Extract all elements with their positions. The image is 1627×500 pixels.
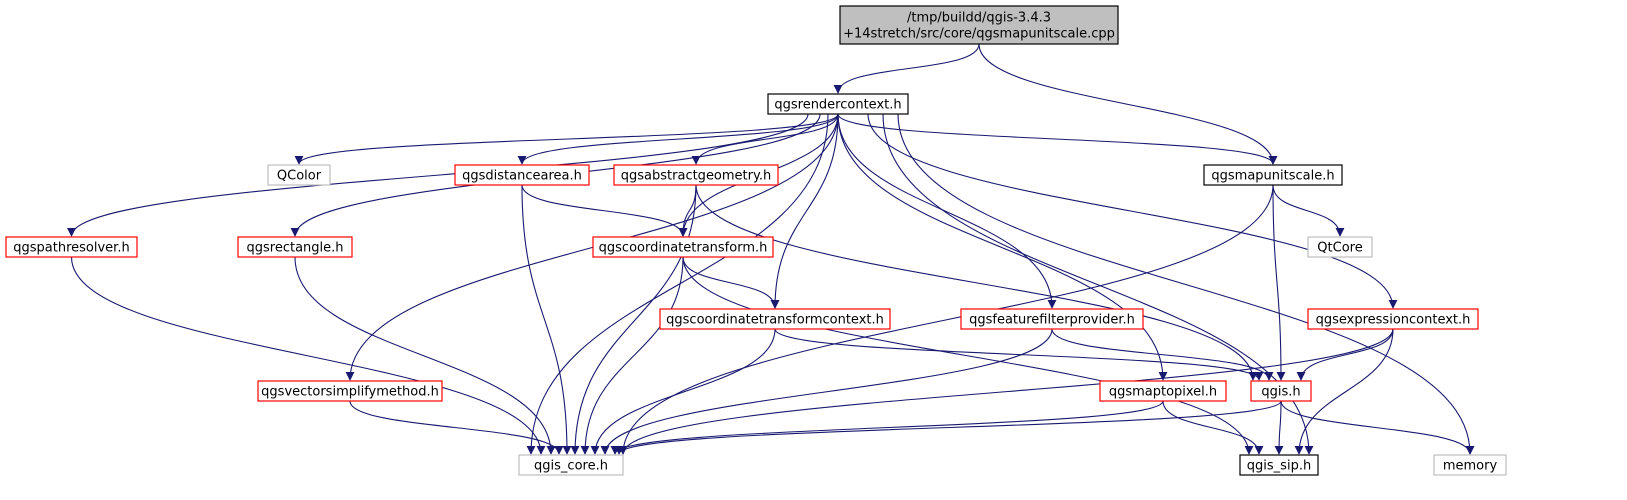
node-qgscoordinatetransform[interactable]: qgscoordinatetransform.h: [592, 236, 774, 258]
edge-root-to-qgsmapunitscale: [978, 43, 1278, 165]
node-box: [257, 380, 443, 402]
edge-qgsrendercontext-to-qcolor: [294, 113, 839, 165]
node-box: [659, 308, 891, 330]
edge-qgsrendercontext-to-qgscoordinatetransformcontext: [770, 113, 839, 309]
edge-qgscoordinatetransformcontext-to-qgis_core: [590, 328, 776, 455]
edge-qgsmapunitscale-to-qgis: [1272, 184, 1286, 381]
edge-qgsabstractgeometry-to-qgis: [695, 184, 1258, 381]
node-box: [613, 164, 779, 186]
edge-qgis-to-qgis_sip: [1274, 400, 1284, 455]
node-memory: memory: [1433, 454, 1507, 476]
node-box: [454, 164, 590, 186]
edge-qgscoordinatetransform-to-qgscoordinatetransformcontext: [682, 256, 780, 309]
node-qgscoordinatetransformcontext[interactable]: qgscoordinatetransformcontext.h: [659, 308, 891, 330]
edge-qgsdistancearea-to-qgscoordinatetransform: [521, 184, 688, 237]
node-label: qgis_sip.h: [1247, 459, 1311, 474]
edge-qgsrendercontext-to-qgis_core: [526, 113, 829, 455]
node-box: [1307, 308, 1479, 330]
edge-qgsdistancearea-to-qgis_core: [521, 184, 572, 455]
node-qgsvectorsimplifymethod[interactable]: qgsvectorsimplifymethod.h: [257, 380, 443, 402]
edge-qgsfeaturefilterprovider-to-qgis_core: [600, 328, 1053, 455]
edge-qgsexpressioncontext-to-qgis_sip: [1294, 328, 1394, 455]
node-qgsmapunitscale[interactable]: qgsmapunitscale.h: [1203, 164, 1343, 186]
edge-qgscoordinatetransform-to-qgis_sip: [682, 256, 1254, 455]
node-label: QColor: [277, 169, 322, 184]
nodes-layer: /tmp/buildd/qgis-3.4.3+14stretch/src/cor…: [5, 5, 1507, 476]
node-label: qgscoordinatetransform.h: [599, 241, 768, 256]
node-label: qgsfeaturefilterprovider.h: [969, 313, 1135, 328]
node-root[interactable]: /tmp/buildd/qgis-3.4.3+14stretch/src/cor…: [839, 5, 1119, 45]
node-qcolor: QColor: [267, 164, 331, 186]
edge-qgsrendercontext-to-qgsfeaturefilterprovider: [837, 113, 1057, 309]
edge-qgsmapunitscale-to-qgis_core: [618, 184, 1274, 455]
node-box: [1307, 236, 1373, 258]
node-label: qgsvectorsimplifymethod.h: [261, 385, 439, 400]
node-label: +14stretch/src/core/qgsmapunitscale.cpp: [843, 27, 1115, 42]
node-box: [592, 236, 774, 258]
node-qgsabstractgeometry[interactable]: qgsabstractgeometry.h: [613, 164, 779, 186]
node-label: qgsrendercontext.h: [774, 98, 901, 113]
edge-qgsmapunitscale-to-qtcore: [1272, 184, 1345, 237]
edge-qgsrendercontext-to-qgsabstractgeometry: [691, 113, 839, 165]
node-qgis_core: qgis_core.h: [518, 454, 624, 476]
node-box: [5, 236, 138, 258]
node-label: qgsrectangle.h: [246, 241, 343, 256]
node-box: [1099, 380, 1227, 402]
edge-qgsmaptopixel-to-qgis_core: [610, 400, 1164, 455]
node-box: [839, 5, 1119, 45]
node-label: qgsabstractgeometry.h: [621, 169, 771, 184]
edge-qgis-to-memory: [1280, 400, 1475, 455]
edge-qgsrectangle-to-qgis_core: [294, 256, 556, 455]
node-label: qgsexpressioncontext.h: [1316, 313, 1471, 328]
node-box: [267, 164, 331, 186]
node-label: qgscoordinatetransformcontext.h: [666, 313, 884, 328]
edge-qgspathresolver-to-qgis_core: [70, 256, 546, 455]
edge-qgis-to-qgis_core: [614, 400, 1282, 455]
edge-qgsrendercontext-to-memory: [897, 113, 1475, 455]
node-label: qgsmaptopixel.h: [1109, 385, 1217, 400]
node-box: [1433, 454, 1507, 476]
node-box: [767, 93, 909, 115]
edge-qgscoordinatetransformcontext-to-qgis: [774, 328, 1264, 381]
node-label: memory: [1443, 459, 1498, 474]
node-qgsfeaturefilterprovider[interactable]: qgsfeaturefilterprovider.h: [960, 308, 1144, 330]
node-label: qgsmapunitscale.h: [1211, 169, 1334, 184]
edge-qgsexpressioncontext-to-qgis_core: [618, 328, 1394, 455]
node-label: qgis_core.h: [534, 459, 608, 474]
node-label: /tmp/buildd/qgis-3.4.3: [907, 11, 1051, 26]
node-qgis_sip[interactable]: qgis_sip.h: [1239, 454, 1319, 476]
edge-qgsabstractgeometry-to-qgis_core: [570, 184, 697, 455]
node-label: qgspathresolver.h: [13, 241, 129, 256]
node-box: [1203, 164, 1343, 186]
edge-qgsrendercontext-to-qgsexpressioncontext: [867, 113, 1398, 309]
edge-qgsfeaturefilterprovider-to-qgis: [1051, 328, 1274, 381]
node-qgsexpressioncontext[interactable]: qgsexpressioncontext.h: [1307, 308, 1479, 330]
node-box: [1250, 380, 1312, 402]
edge-qgscoordinatetransform-to-qgis_core: [580, 256, 684, 455]
edge-qgsmaptopixel-to-qgis_sip: [1162, 400, 1264, 455]
edge-qgsrendercontext-to-qgsmaptopixel: [837, 113, 1168, 381]
edge-qgsvectorsimplifymethod-to-qgis_core: [349, 400, 564, 455]
node-box: [237, 236, 353, 258]
node-box: [1239, 454, 1319, 476]
node-label: qgis.h: [1261, 385, 1300, 400]
node-qgspathresolver[interactable]: qgspathresolver.h: [5, 236, 138, 258]
node-qgsrendercontext[interactable]: qgsrendercontext.h: [767, 93, 909, 115]
node-box: [518, 454, 624, 476]
node-qgsdistancearea[interactable]: qgsdistancearea.h: [454, 164, 590, 186]
edge-qgsrendercontext-to-qgspathresolver: [67, 113, 809, 237]
edge-qgsrendercontext-to-qgsdistancearea: [517, 113, 839, 165]
node-qgis[interactable]: qgis.h: [1250, 380, 1312, 402]
node-label: qgsdistancearea.h: [462, 169, 582, 184]
edge-qgsexpressioncontext-to-qgis: [1296, 328, 1394, 381]
node-qgsrectangle[interactable]: qgsrectangle.h: [237, 236, 353, 258]
edge-root-to-qgsrendercontext: [833, 43, 980, 94]
node-label: QtCore: [1317, 241, 1362, 256]
node-qgsmaptopixel[interactable]: qgsmaptopixel.h: [1099, 380, 1227, 402]
node-box: [960, 308, 1144, 330]
edge-qgsrendercontext-to-qgsmapunitscale: [837, 113, 1278, 165]
node-qtcore: QtCore: [1307, 236, 1373, 258]
